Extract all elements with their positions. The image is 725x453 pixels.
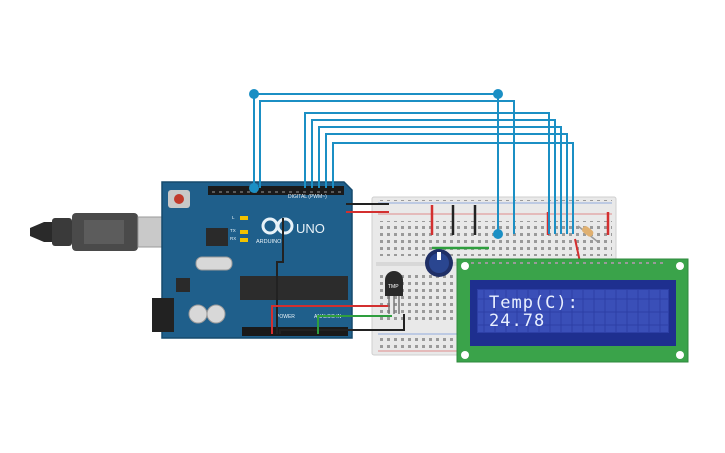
- power-wires[interactable]: [271, 203, 405, 334]
- arduino-logo: [261, 217, 294, 235]
- usb-cable[interactable]: [30, 213, 167, 251]
- potentiometer[interactable]: [425, 249, 453, 277]
- resistor[interactable]: [574, 225, 599, 263]
- lcd-line-1: Temp(C):: [489, 293, 579, 313]
- uno-label: UNO: [296, 221, 325, 236]
- atmega-chip: [240, 276, 348, 300]
- arduino-label: ARDUINO: [256, 239, 282, 245]
- digital-pwm-label: DIGITAL (PWM~): [288, 194, 327, 200]
- tmp-label: TMP: [388, 284, 399, 290]
- signal-wires[interactable]: [253, 93, 574, 234]
- rx-label: RX: [230, 236, 236, 241]
- lcd-module[interactable]: [456, 258, 689, 363]
- arduino-board[interactable]: ARDUINO UNO DIGITAL (PWM~) POWER ANALOG …: [152, 181, 353, 339]
- temperature-sensor[interactable]: TMP: [385, 271, 403, 314]
- power-analog-header: [242, 327, 348, 336]
- lcd-line-2: 24.78: [489, 311, 546, 331]
- power-label: POWER: [276, 314, 295, 320]
- l-led-label: L: [232, 215, 235, 220]
- tx-label: TX: [230, 228, 236, 233]
- wire-junctions: [249, 89, 503, 239]
